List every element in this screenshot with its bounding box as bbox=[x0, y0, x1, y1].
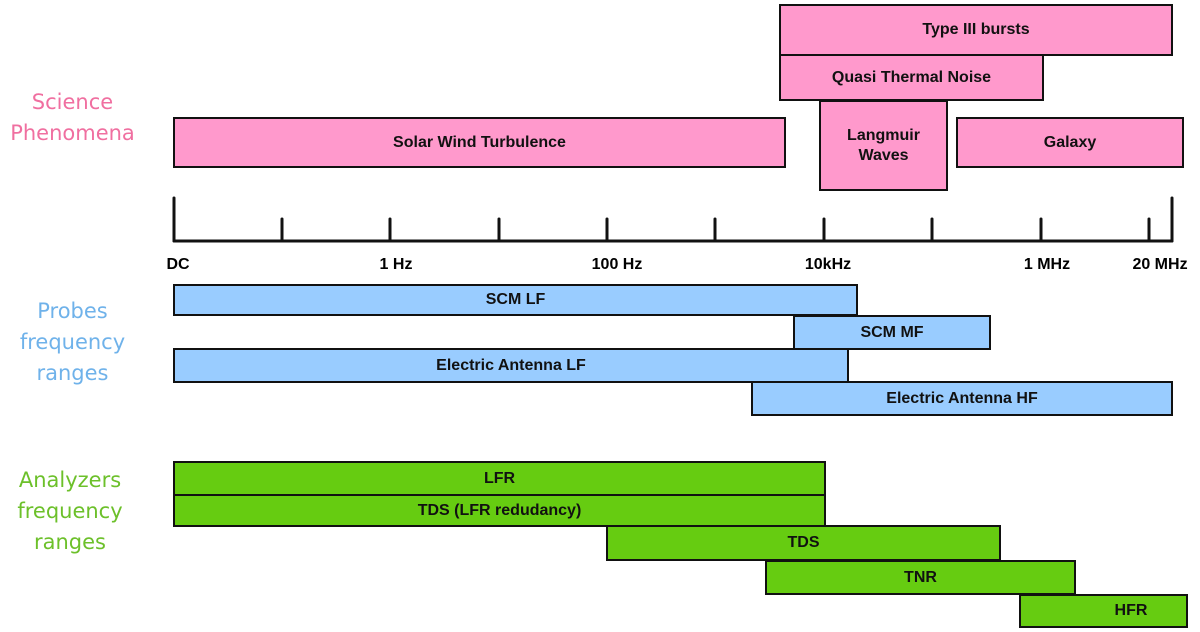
bar-label: TDS bbox=[787, 534, 820, 551]
bar-label: LFR bbox=[483, 469, 516, 487]
electric-antenna-hf-bar: Electric Antenna HF bbox=[751, 381, 1173, 416]
bar-label: TNR bbox=[904, 568, 937, 586]
tnr-bar: TNR bbox=[765, 560, 1076, 595]
bar-label: TDS (LFR redudancy) bbox=[417, 501, 582, 519]
bar-label: Waves bbox=[858, 146, 909, 164]
bar-label: SCM LF bbox=[485, 291, 546, 308]
label-line: Analyzers bbox=[18, 468, 122, 492]
tick-label-20mhz: 20 MHz bbox=[1132, 256, 1188, 273]
tick-label-1hz: 1 Hz bbox=[379, 256, 413, 273]
tick-label-dc: DC bbox=[166, 256, 190, 273]
scm-mf-bar: SCM MF bbox=[793, 315, 991, 350]
bar-label: Solar Wind Turbulence bbox=[393, 133, 566, 151]
label-line: ranges bbox=[33, 530, 106, 554]
bar-label: Electric Antenna LF bbox=[436, 356, 586, 374]
tds-bar: TDS bbox=[606, 525, 1001, 561]
bar-label: Galaxy bbox=[1043, 133, 1097, 151]
label-line: Science bbox=[31, 90, 114, 114]
scm-lf-bar: SCM LF bbox=[173, 284, 858, 316]
label-line: frequency bbox=[17, 499, 123, 523]
label-line: Probes bbox=[37, 299, 108, 323]
tds-lfr-redundancy-bar: TDS (LFR redudancy) bbox=[173, 494, 826, 527]
bar-label: Quasi Thermal Noise bbox=[831, 68, 992, 86]
tick-label-100hz: 100 Hz bbox=[591, 256, 643, 273]
langmuir-waves-bar: Langmuir Waves bbox=[819, 100, 948, 191]
solar-wind-turbulence-bar: Solar Wind Turbulence bbox=[173, 117, 786, 168]
label-line: frequency bbox=[19, 330, 126, 354]
galaxy-bar: Galaxy bbox=[956, 117, 1184, 168]
quasi-thermal-noise-bar: Quasi Thermal Noise bbox=[779, 54, 1044, 101]
label-line: ranges bbox=[36, 361, 109, 385]
hfr-bar: HFR bbox=[1019, 594, 1188, 628]
tick-label-10khz: 10kHz bbox=[804, 256, 852, 273]
label-line: Phenomena bbox=[10, 121, 135, 145]
bar-label: Langmuir bbox=[847, 126, 920, 144]
bar-label: Type III bursts bbox=[922, 21, 1030, 38]
science-phenomena-label: Science Phenomena bbox=[0, 87, 145, 149]
tick-label-1mhz: 1 MHz bbox=[1023, 256, 1071, 273]
electric-antenna-lf-bar: Electric Antenna LF bbox=[173, 348, 849, 383]
lfr-bar: LFR bbox=[173, 461, 826, 496]
type-iii-bursts-bar: Type III bursts bbox=[779, 4, 1173, 56]
analyzers-frequency-ranges-label: Analyzers frequency ranges bbox=[0, 465, 140, 558]
bar-label: Electric Antenna HF bbox=[886, 389, 1038, 407]
bar-label: SCM MF bbox=[860, 323, 924, 341]
bar-label: HFR bbox=[1114, 602, 1148, 619]
probes-frequency-ranges-label: Probes frequency ranges bbox=[0, 296, 145, 389]
